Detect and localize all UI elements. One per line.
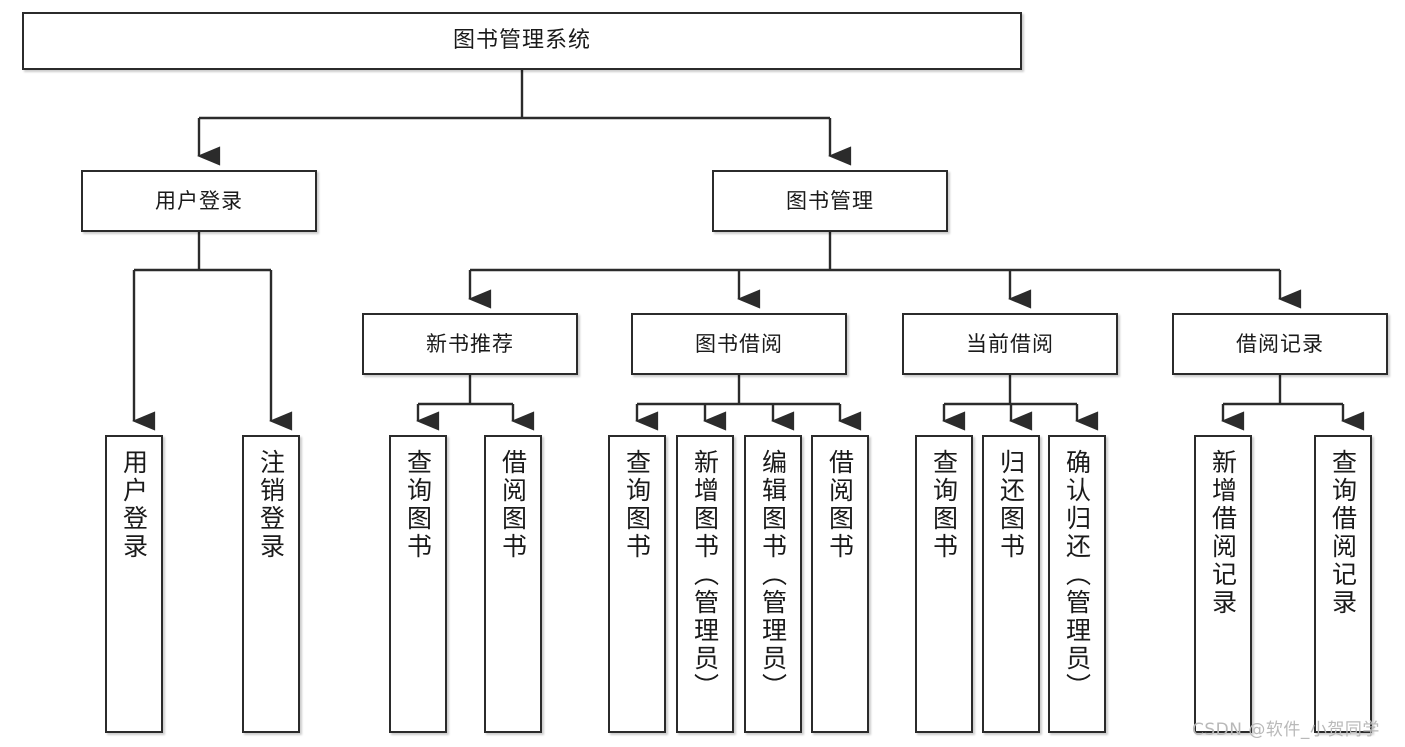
node-current-borrowing[interactable]: 当前借阅 — [902, 313, 1118, 375]
node-label: 当前借阅 — [966, 331, 1054, 356]
node-label: 查询图书 — [622, 449, 652, 561]
node-leaf-user-login[interactable]: 用户登录 — [105, 435, 163, 733]
node-label: 借阅图书 — [498, 449, 528, 561]
node-label: 图书借阅 — [695, 331, 783, 356]
node-leaf-borrow-books[interactable]: 借阅图书 — [811, 435, 869, 733]
node-user-login[interactable]: 用户登录 — [81, 170, 317, 232]
node-book-borrowing[interactable]: 图书借阅 — [631, 313, 847, 375]
node-leaf-query-books-current[interactable]: 查询图书 — [915, 435, 973, 733]
node-root-book-management-system[interactable]: 图书管理系统 — [22, 12, 1022, 70]
node-label: 新书推荐 — [426, 331, 514, 356]
node-leaf-confirm-return-admin[interactable]: 确认归还（管理员） — [1048, 435, 1106, 733]
node-label: 新增图书（管理员） — [690, 449, 720, 701]
node-leaf-add-book-admin[interactable]: 新增图书（管理员） — [676, 435, 734, 733]
node-leaf-logout[interactable]: 注销登录 — [242, 435, 300, 733]
node-leaf-query-books-new[interactable]: 查询图书 — [389, 435, 447, 733]
node-label: 编辑图书（管理员） — [758, 449, 788, 701]
node-label: 图书管理系统 — [452, 28, 591, 54]
node-leaf-borrow-books-new[interactable]: 借阅图书 — [484, 435, 542, 733]
node-label: 注销登录 — [256, 449, 286, 561]
csdn-watermark: CSDN @软件_小贺同学 — [1192, 720, 1380, 740]
node-leaf-add-borrow-record[interactable]: 新增借阅记录 — [1194, 435, 1252, 733]
node-leaf-query-books-borrow[interactable]: 查询图书 — [608, 435, 666, 733]
node-borrowing-records[interactable]: 借阅记录 — [1172, 313, 1388, 375]
node-label: 查询借阅记录 — [1328, 449, 1358, 617]
node-label: 借阅记录 — [1236, 331, 1324, 356]
node-book-management[interactable]: 图书管理 — [712, 170, 948, 232]
node-label: 查询图书 — [929, 449, 959, 561]
node-label: 归还图书 — [996, 449, 1026, 561]
node-label: 新增借阅记录 — [1208, 449, 1238, 617]
node-new-book-recommendation[interactable]: 新书推荐 — [362, 313, 578, 375]
node-label: 借阅图书 — [825, 449, 855, 561]
node-label: 查询图书 — [403, 449, 433, 561]
node-leaf-edit-book-admin[interactable]: 编辑图书（管理员） — [744, 435, 802, 733]
node-label: 确认归还（管理员） — [1062, 449, 1092, 701]
node-leaf-query-borrow-record[interactable]: 查询借阅记录 — [1314, 435, 1372, 733]
node-label: 用户登录 — [119, 449, 149, 561]
node-label: 用户登录 — [155, 188, 243, 213]
node-leaf-return-books[interactable]: 归还图书 — [982, 435, 1040, 733]
node-label: 图书管理 — [786, 188, 874, 213]
